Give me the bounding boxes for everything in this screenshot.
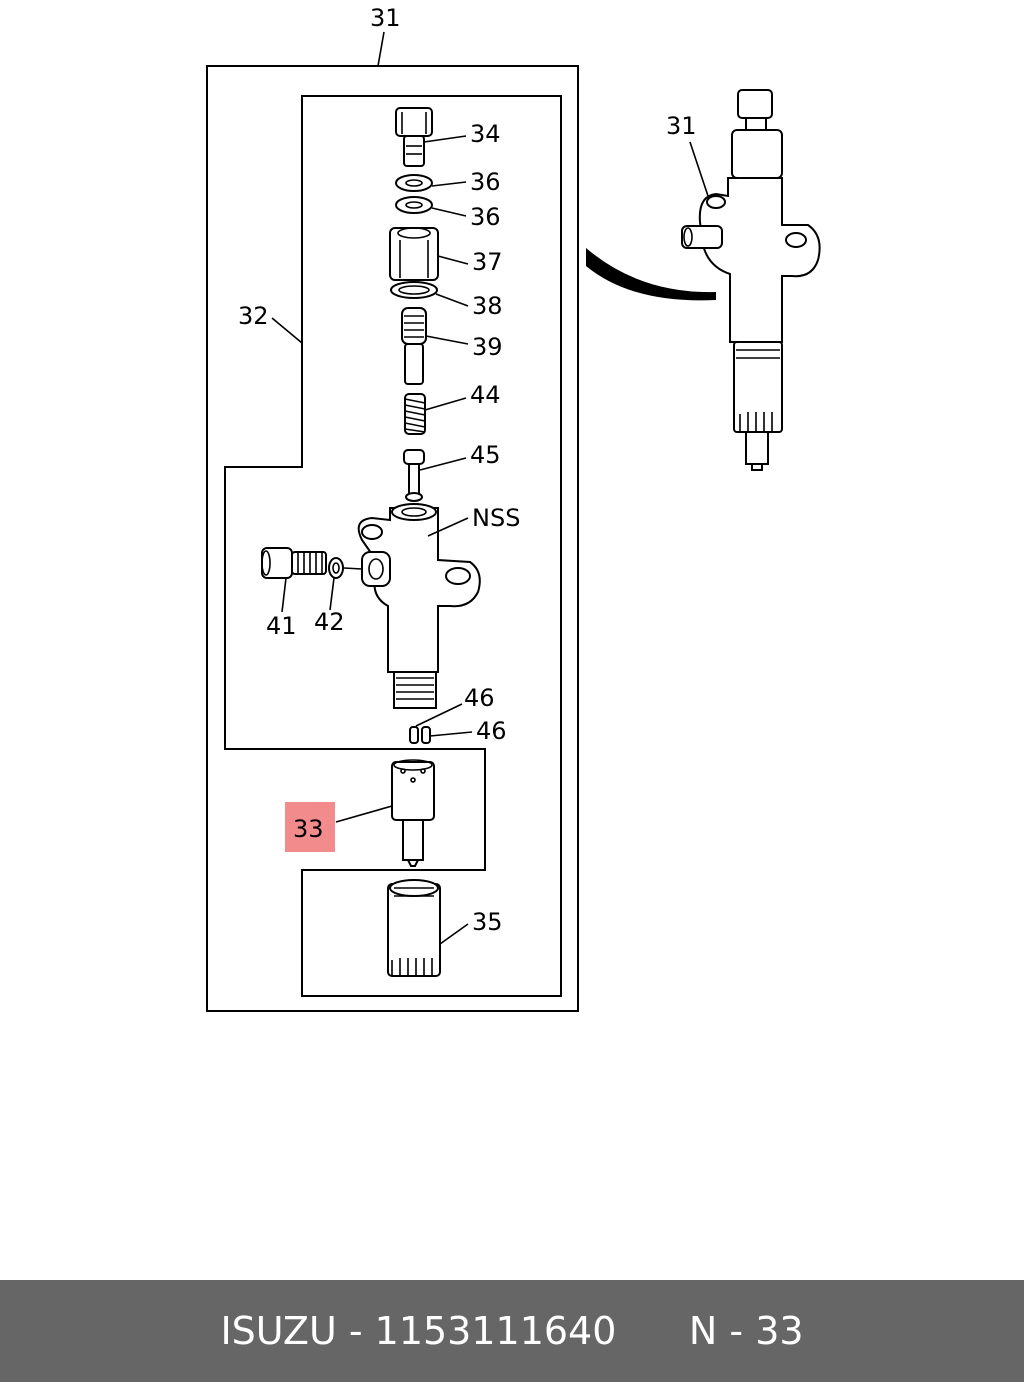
leader-32: [271, 317, 303, 344]
part-38-o-ring: [390, 281, 438, 299]
assembled-injector-view: [681, 89, 821, 471]
reference-arrow: [586, 248, 716, 301]
callout-34: 34: [470, 120, 501, 148]
brand-name: ISUZU: [220, 1309, 337, 1353]
part-36-washer-lower: [395, 196, 433, 214]
part-45-push-rod: [403, 449, 425, 502]
part-34-banjo-bolt: [395, 107, 433, 167]
callout-46-upper: 46: [464, 684, 495, 712]
part-46-pins: [409, 726, 431, 744]
part-37-cap-nut: [389, 227, 439, 281]
parts-diagram: 31 32 34 36 36 37 38: [206, 4, 821, 1012]
part-number: 1153111640: [374, 1309, 617, 1353]
callout-36-upper: 36: [470, 168, 501, 196]
part-42-gasket: [328, 557, 344, 579]
callout-36-lower: 36: [470, 203, 501, 231]
callout-33: 33: [293, 815, 324, 843]
part-41-inlet-connector: [261, 547, 327, 579]
callout-35: 35: [472, 908, 503, 936]
brand-separator: -: [336, 1309, 375, 1353]
callout-37: 37: [472, 248, 503, 276]
callout-46-lower: 46: [476, 717, 507, 745]
leader-31: [377, 31, 385, 67]
assembly-frame-32: [224, 95, 562, 997]
part-39-adjusting-screw: [401, 307, 427, 385]
callout-32: 32: [238, 302, 269, 330]
part-35-retaining-nut: [387, 879, 441, 977]
callout-nss: NSS: [472, 504, 520, 532]
part-33-injector-nozzle: [391, 759, 435, 867]
part-number-banner: ISUZU - 1153111640 N - 33: [0, 1280, 1024, 1382]
callout-33-highlight: [285, 802, 335, 852]
diagram-reference: N - 33: [688, 1309, 804, 1353]
callout-45: 45: [470, 441, 501, 469]
banner-gap: [616, 1309, 688, 1353]
part-44-spring: [404, 393, 426, 435]
callout-39: 39: [472, 333, 503, 361]
callout-41: 41: [266, 612, 297, 640]
callout-42: 42: [314, 608, 345, 636]
part-36-washer-upper: [395, 174, 433, 192]
part-nss-nozzle-holder: [357, 503, 481, 709]
callout-38: 38: [472, 292, 503, 320]
callout-31-reference: 31: [666, 112, 697, 140]
callout-31: 31: [370, 4, 401, 32]
callout-44: 44: [470, 381, 501, 409]
assembly-frame-31: [206, 65, 579, 1012]
